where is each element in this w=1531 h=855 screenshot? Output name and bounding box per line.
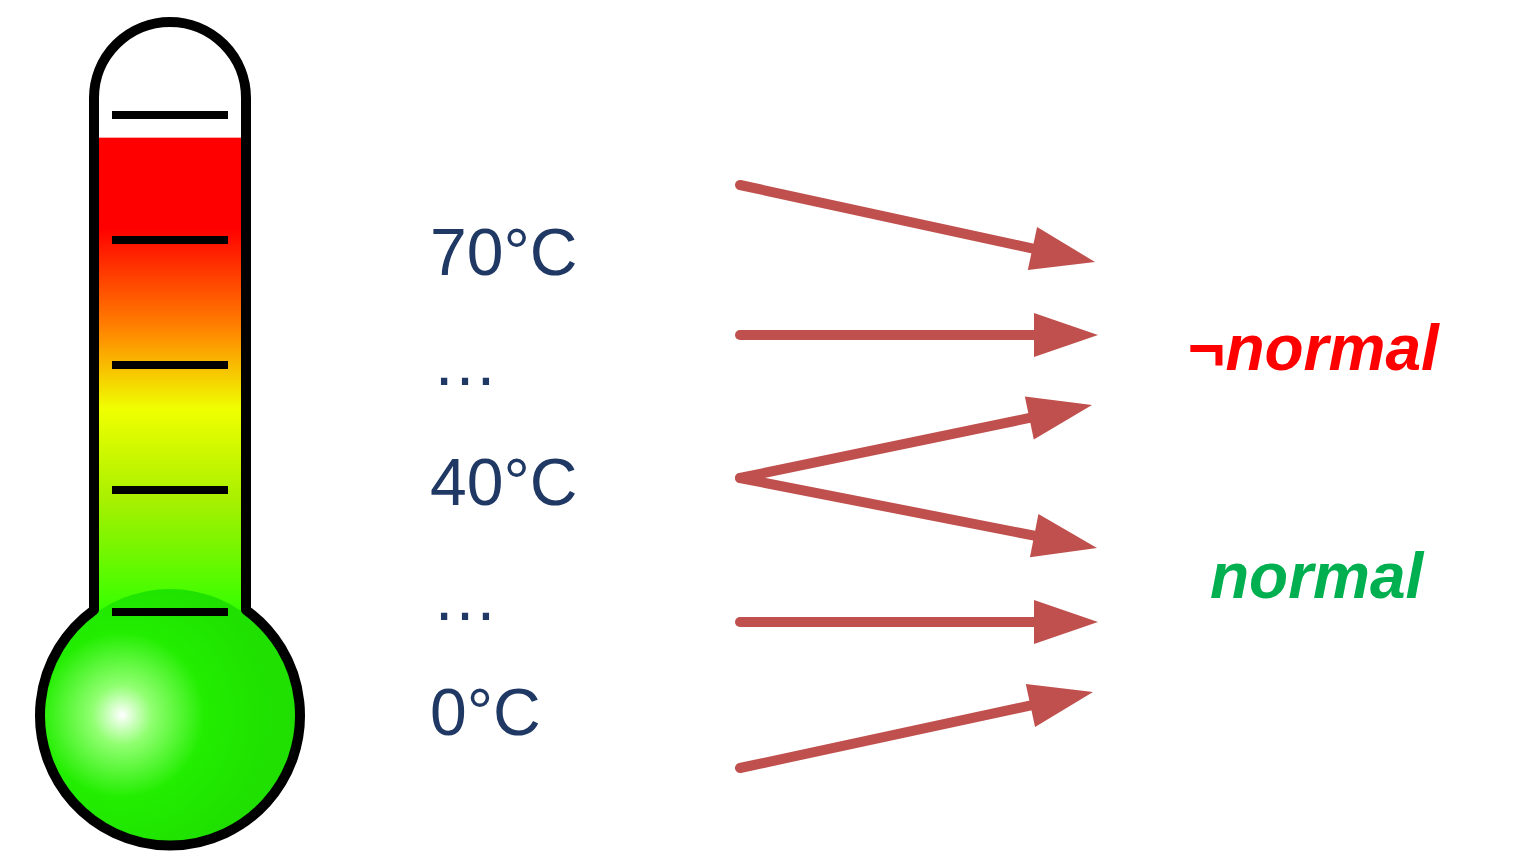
ellipsis: … bbox=[432, 564, 498, 630]
temperature-label: 0°C bbox=[430, 679, 541, 745]
thermometer-ticks bbox=[112, 115, 228, 612]
arrow-shaft bbox=[740, 330, 1038, 340]
arrow-shaft bbox=[740, 705, 1034, 768]
thermometer-outline bbox=[40, 22, 300, 845]
thermometer-tube bbox=[40, 22, 300, 845]
arrow-head bbox=[1028, 227, 1095, 270]
temperature-label: 70°C bbox=[430, 219, 577, 285]
state-label: normal bbox=[1210, 544, 1423, 608]
state-label: ¬normal bbox=[1188, 316, 1439, 380]
arrow-head bbox=[1034, 600, 1098, 644]
arrow-shaft bbox=[740, 478, 1038, 536]
ellipsis: … bbox=[432, 329, 498, 395]
arrow-shaft bbox=[740, 417, 1033, 478]
arrow-head bbox=[1030, 514, 1097, 557]
temperature-label: 40°C bbox=[430, 449, 577, 515]
arrow-head bbox=[1026, 684, 1093, 727]
arrow-head bbox=[1025, 396, 1092, 439]
arrow-head bbox=[1034, 313, 1098, 357]
arrow-shaft bbox=[740, 185, 1036, 249]
mapping-arrows bbox=[740, 185, 1098, 768]
arrow-shaft bbox=[740, 617, 1038, 627]
